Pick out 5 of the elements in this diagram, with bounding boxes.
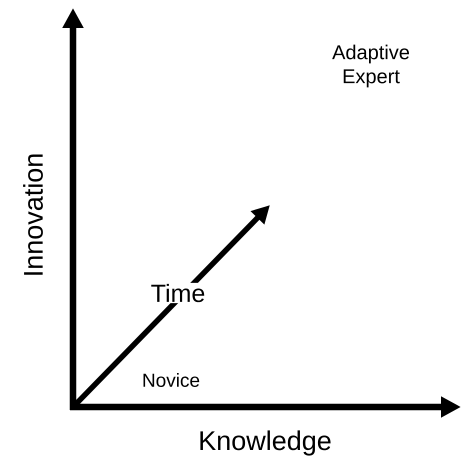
axis-label: Knowledge [200, 430, 331, 456]
axis-label: Adaptive Expert [332, 44, 410, 88]
axis-label: Novice [144, 373, 200, 387]
axis-label: Time [150, 282, 206, 304]
axis-label: Innovation [23, 154, 43, 275]
